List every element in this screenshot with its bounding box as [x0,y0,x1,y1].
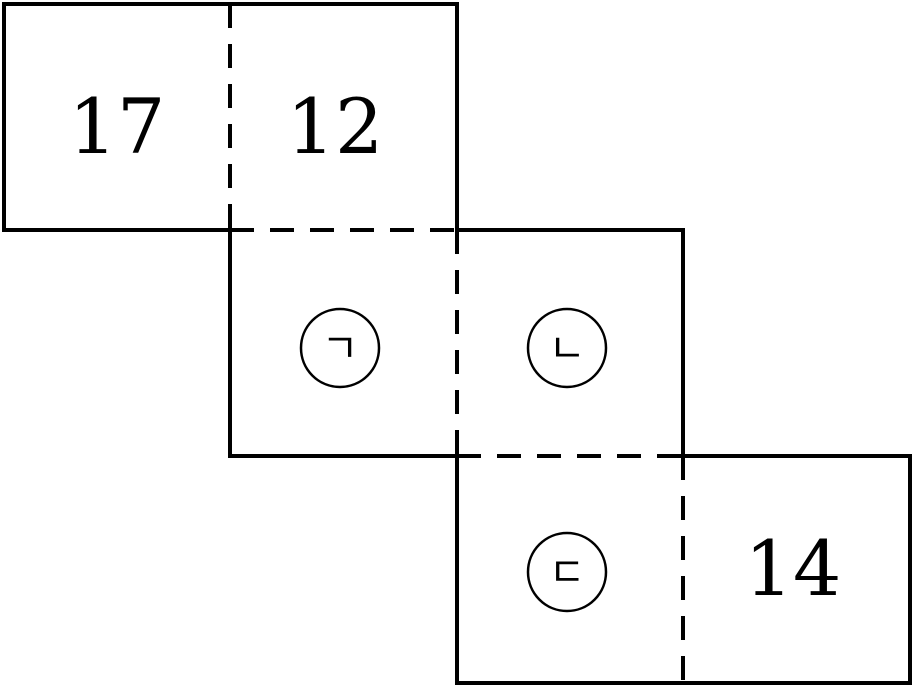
face-number-bottom-right: 14 [745,524,842,613]
marker-nieun: ㄴ [526,307,608,389]
marker-digeut: ㄷ [526,531,608,613]
marker-digeut-circle [526,531,608,613]
marker-digeut-label: ㄷ [549,550,586,596]
marker-nieun-label: ㄴ [549,326,586,372]
marker-nieun-circle [526,307,608,389]
face-top-left [4,4,230,230]
marker-giyeok: ㄱ [299,307,381,389]
face-number-top-left: 17 [69,82,166,171]
marker-giyeok-circle [299,307,381,389]
face-top-right [230,4,457,230]
face-number-top-right: 12 [287,82,384,171]
marker-giyeok-label: ㄱ [322,326,359,372]
face-bottom-right [683,456,910,683]
